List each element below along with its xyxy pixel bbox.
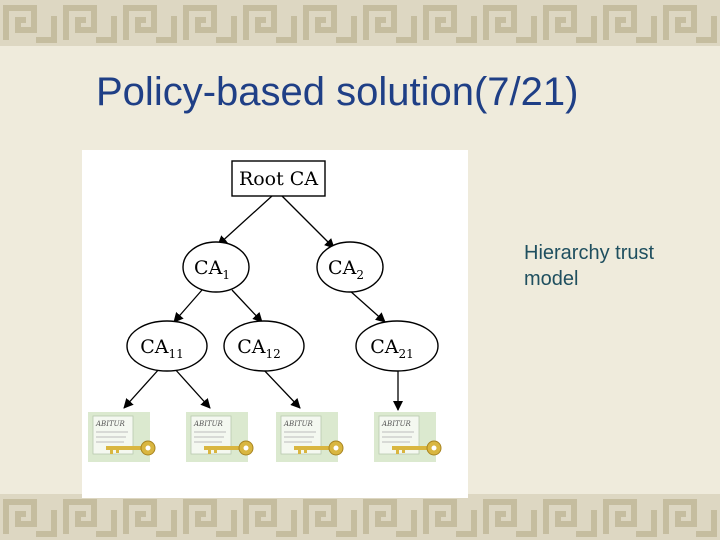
certificate-1-label: ABITUR	[95, 420, 126, 428]
edge-ca2-ca21	[348, 289, 386, 323]
node-ca2-subscript: 2	[356, 268, 364, 282]
key-icon	[204, 440, 254, 456]
node-ca2: CA2	[316, 241, 384, 293]
certificate-3: ABITUR	[276, 412, 344, 462]
certificate-3-label: ABITUR	[283, 420, 314, 428]
caption: Hierarchy trust model	[524, 240, 704, 292]
node-ca12-label: CA	[237, 336, 266, 358]
edge-ca12-cert3	[261, 367, 301, 409]
svg-text:CA1: CA1	[194, 257, 230, 282]
certificate-4: ABITUR	[374, 412, 442, 462]
node-ca2-label: CA	[328, 257, 357, 279]
svg-text:CA2: CA2	[328, 257, 364, 282]
caption-line-2: model	[524, 268, 579, 290]
node-ca1-subscript: 1	[222, 268, 230, 282]
key-icon	[106, 440, 156, 456]
bottom-border-band	[0, 494, 720, 540]
node-ca12-subscript: 12	[265, 347, 280, 361]
slide-title: Policy-based solution(7/21)	[96, 70, 579, 114]
node-ca1: CA1	[182, 241, 250, 293]
edge-root-ca1	[217, 195, 273, 246]
node-ca21: CA21	[355, 320, 439, 372]
node-root-ca-label: Root CA	[239, 168, 318, 190]
certificate-2: ABITUR	[186, 412, 254, 462]
edge-ca1-ca12	[231, 289, 263, 323]
svg-text:CA21: CA21	[370, 336, 414, 361]
trust-hierarchy-diagram: Root CA CA1 CA2 CA11 CA12 CA2	[82, 150, 468, 498]
node-ca21-subscript: 21	[398, 347, 413, 361]
certificate-2-label: ABITUR	[193, 420, 224, 428]
edge-root-ca2	[281, 195, 335, 249]
certificate-4-label: ABITUR	[381, 420, 412, 428]
svg-text:CA12: CA12	[237, 336, 281, 361]
key-icon	[294, 440, 344, 456]
edge-ca11-cert2	[173, 367, 211, 409]
edge-ca11-cert1	[123, 367, 161, 409]
node-ca11-label: CA	[140, 336, 169, 358]
node-ca12: CA12	[223, 320, 305, 372]
key-icon	[392, 440, 442, 456]
node-root-ca: Root CA	[231, 160, 326, 197]
top-border-band	[0, 0, 720, 46]
caption-line-1: Hierarchy trust	[524, 242, 655, 264]
svg-text:CA11: CA11	[140, 336, 184, 361]
edge-ca1-ca11	[173, 289, 203, 323]
hierarchy-svg: Root CA CA1 CA2 CA11 CA12 CA2	[88, 160, 442, 462]
node-ca11-subscript: 11	[168, 347, 183, 361]
node-ca11: CA11	[126, 320, 208, 372]
node-ca1-label: CA	[194, 257, 223, 279]
certificate-1: ABITUR	[88, 412, 156, 462]
node-ca21-label: CA	[370, 336, 399, 358]
